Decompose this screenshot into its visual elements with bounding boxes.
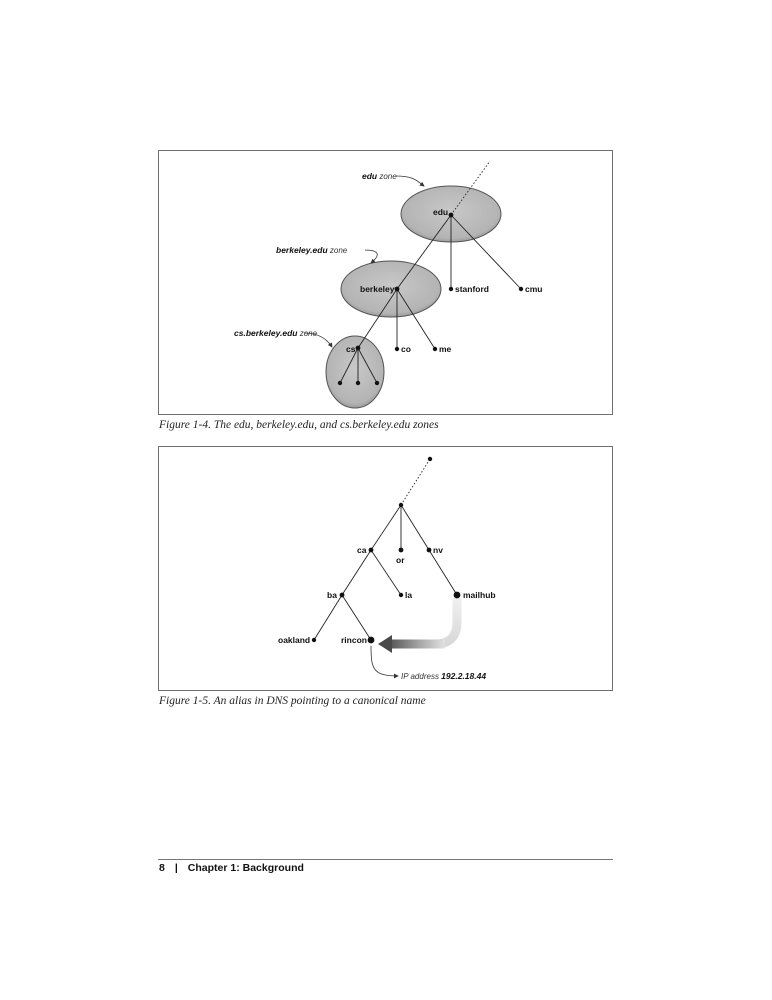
node-label-ca: ca [357, 545, 367, 555]
footer-separator: | [174, 862, 178, 874]
figure-1-4-caption: Figure 1-4. The edu, berkeley.edu, and c… [159, 419, 439, 431]
node-label-or: or [396, 555, 405, 565]
berkeley-zone-ellipse [340, 260, 442, 318]
page-number: 8 [159, 862, 165, 874]
node-label-nv: nv [433, 545, 443, 555]
alias-arrow-shaft [390, 639, 445, 649]
node-label-me: me [439, 344, 452, 354]
node-label-cs: cs [346, 344, 356, 354]
alias-diagram: ca or nv ba la mailhub oakland rincon IP… [278, 456, 496, 681]
figure-1-4: edu stanford cmu berkeley cs co me edu z… [158, 150, 613, 415]
cs-zone-ellipse [325, 335, 385, 409]
tree-edges [339, 214, 522, 384]
zone-label-berkeley: berkeley.edu zone [276, 245, 348, 255]
ip-address-label: IP address 192.2.18.44 [401, 671, 486, 681]
zone-label-edu: edu zone [362, 171, 397, 181]
page-footer: 8 | Chapter 1: Background [159, 862, 304, 874]
ip-leader-arrow [370, 645, 399, 679]
node-label-la: la [405, 590, 412, 600]
node-label-edu: edu [433, 207, 448, 217]
node-label-co: co [401, 344, 411, 354]
root-dotted-line [400, 458, 431, 506]
alias-arrow [391, 598, 462, 649]
root-dotted-line [450, 160, 491, 216]
figure-1-5-caption: Figure 1-5. An alias in DNS pointing to … [159, 695, 426, 707]
node-label-cmu: cmu [525, 284, 542, 294]
node-label-mailhub: mailhub [463, 590, 496, 600]
tree-nodes [337, 212, 524, 386]
zone-diagram: edu stanford cmu berkeley cs co me edu z… [234, 160, 542, 409]
figure-1-5: ca or nv ba la mailhub oakland rincon IP… [158, 446, 613, 691]
footer-rule [158, 859, 613, 860]
alias-arrow-head [378, 635, 392, 653]
node-label-rincon: rincon [341, 635, 367, 645]
tree-edges [313, 504, 458, 641]
node-label-ba: ba [327, 590, 337, 600]
zone-leader-arrows [303, 175, 425, 348]
tree-nodes [311, 456, 461, 644]
node-label-berkeley: berkeley [360, 284, 395, 294]
node-label-oakland: oakland [278, 635, 310, 645]
chapter-title: Chapter 1: Background [187, 862, 304, 874]
node-label-stanford: stanford [455, 284, 489, 294]
